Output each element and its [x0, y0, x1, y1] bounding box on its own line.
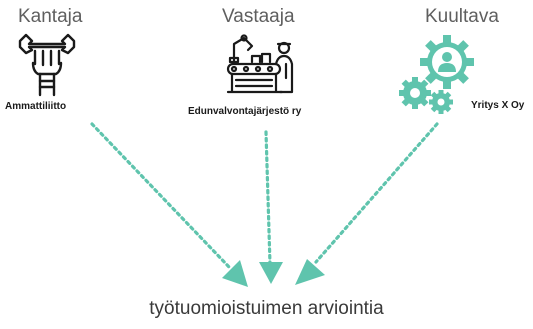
- gears-person-icon: [399, 35, 474, 114]
- arrow-head-vastaaja: [259, 262, 283, 284]
- arrow-head-kuultava: [295, 259, 325, 285]
- arrow-line-kantaja: [90, 122, 232, 270]
- role-title-kuultava: Kuultava: [425, 6, 499, 27]
- role-name-edunvalvontajarjesto: Edunvalvontajärjestö ry: [188, 106, 302, 117]
- role-name-ammattiliitto: Ammattiliitto: [5, 101, 67, 112]
- arrow-line-vastaaja: [264, 130, 272, 266]
- arrow-line-kuultava: [314, 122, 439, 264]
- arrow-head-kantaja: [222, 260, 248, 287]
- factory-worker-icon: [226, 34, 294, 94]
- wrench-fist-icon: [18, 33, 76, 97]
- role-name-yritys: Yritys X Oy: [471, 100, 525, 111]
- role-title-kantaja: Kantaja: [18, 6, 83, 27]
- role-title-vastaaja: Vastaaja: [222, 6, 295, 27]
- target-label: työtuomioistuimen arviointia: [149, 298, 384, 319]
